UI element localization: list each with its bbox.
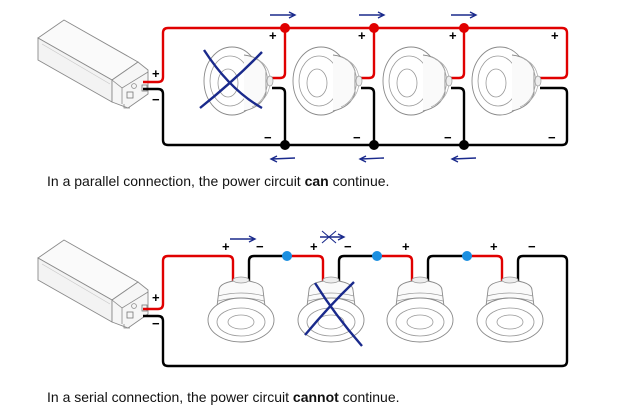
positive-branch-wire	[451, 28, 466, 80]
downlight-2	[292, 46, 363, 116]
lamp-plus-sign: +	[358, 28, 366, 43]
serial-diagram: + − + − + − + + −	[37, 230, 569, 368]
lamp-minus-sign: −	[444, 130, 452, 145]
failed-cross-icon	[304, 281, 363, 347]
negative-junction	[459, 140, 469, 150]
failed-cross-icon	[199, 49, 263, 110]
lamp-minus-sign: −	[353, 130, 361, 145]
lamp-minus-sign: −	[256, 239, 264, 254]
driver-plus-sign: +	[152, 290, 160, 305]
negative-branch-wire	[272, 86, 287, 145]
current-arrow-right-icon	[451, 11, 478, 19]
lamp-plus-sign: +	[449, 28, 457, 43]
downlight-1	[203, 46, 274, 116]
positive-wire	[143, 254, 235, 311]
current-arrow-right-icon	[230, 235, 257, 243]
negative-branch-wire	[361, 86, 376, 145]
lamp-minus-sign: −	[264, 130, 272, 145]
negative-branch-wire	[451, 86, 466, 145]
positive-wire	[287, 254, 325, 281]
caption-text: continue.	[338, 389, 400, 405]
lamp-plus-sign: +	[222, 239, 230, 254]
lamp-minus-sign: −	[528, 239, 536, 254]
downlight-4	[476, 276, 544, 343]
current-arrow-left-icon	[450, 155, 477, 163]
downlight-3	[386, 276, 454, 343]
current-arrow-right-icon	[270, 11, 297, 19]
serial-junction	[282, 251, 292, 261]
negative-bus-wire	[143, 86, 569, 147]
caption-text: continue.	[328, 173, 390, 189]
caption-emphasis: cannot	[292, 389, 339, 405]
downlight-1	[207, 276, 275, 343]
blocked-current-arrow-icon	[320, 230, 346, 244]
caption-emphasis: can	[304, 173, 329, 189]
negative-wire	[426, 254, 467, 281]
lamp-minus-sign: −	[344, 239, 352, 254]
lamp-plus-sign: +	[402, 239, 410, 254]
current-arrow-left-icon	[269, 155, 296, 163]
positive-branch-wire	[361, 28, 376, 80]
positive-bus-wire	[143, 26, 569, 84]
lamp-plus-sign: +	[269, 28, 277, 43]
lamp-plus-sign: +	[310, 239, 318, 254]
led-driver	[37, 19, 149, 109]
caption-text: In a serial connection, the power circui…	[47, 389, 293, 405]
driver-minus-sign: −	[152, 92, 160, 107]
positive-wire	[467, 254, 504, 281]
positive-wire	[377, 254, 414, 281]
parallel-diagram: + − + + + + − − − −	[37, 11, 569, 163]
parallel-caption: In a parallel connection, the power circ…	[47, 173, 389, 189]
current-arrow-left-icon	[358, 155, 385, 163]
positive-junction	[369, 23, 379, 33]
positive-junction	[280, 23, 290, 33]
positive-branch-wire	[272, 28, 287, 80]
downlight-3	[382, 46, 453, 116]
negative-wire	[247, 254, 287, 281]
lamp-plus-sign: +	[551, 28, 559, 43]
serial-junction	[462, 251, 472, 261]
negative-junction	[280, 140, 290, 150]
serial-junction	[372, 251, 382, 261]
led-driver	[37, 239, 149, 329]
caption-text: In a parallel connection, the power circ…	[47, 173, 305, 189]
current-arrow-right-icon	[359, 11, 386, 19]
lamp-minus-sign: −	[548, 130, 556, 145]
serial-caption: In a serial connection, the power circui…	[47, 389, 400, 405]
lamp-plus-sign: +	[490, 239, 498, 254]
return-wire	[143, 254, 569, 368]
negative-junction	[369, 140, 379, 150]
negative-wire	[337, 254, 377, 281]
driver-minus-sign: −	[152, 316, 160, 331]
driver-plus-sign: +	[152, 66, 160, 81]
positive-junction	[459, 23, 469, 33]
downlight-4	[471, 46, 542, 116]
